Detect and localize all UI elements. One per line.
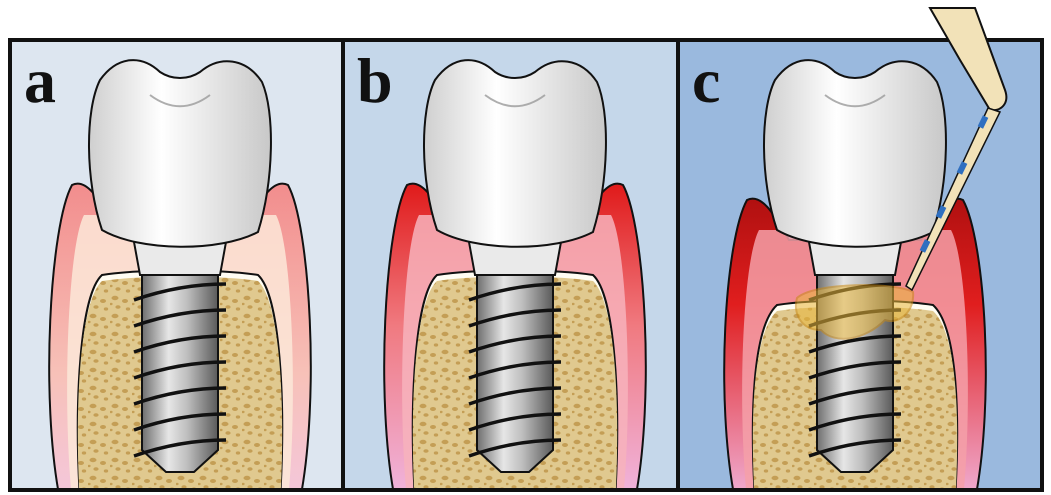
panel-b: b xyxy=(343,40,678,495)
crown xyxy=(764,60,946,247)
crown xyxy=(424,60,606,247)
panel-a: a xyxy=(10,40,343,495)
crown xyxy=(89,60,271,247)
panel-label: c xyxy=(692,45,720,116)
panel-label: b xyxy=(357,45,393,116)
panel-label: a xyxy=(24,45,56,116)
